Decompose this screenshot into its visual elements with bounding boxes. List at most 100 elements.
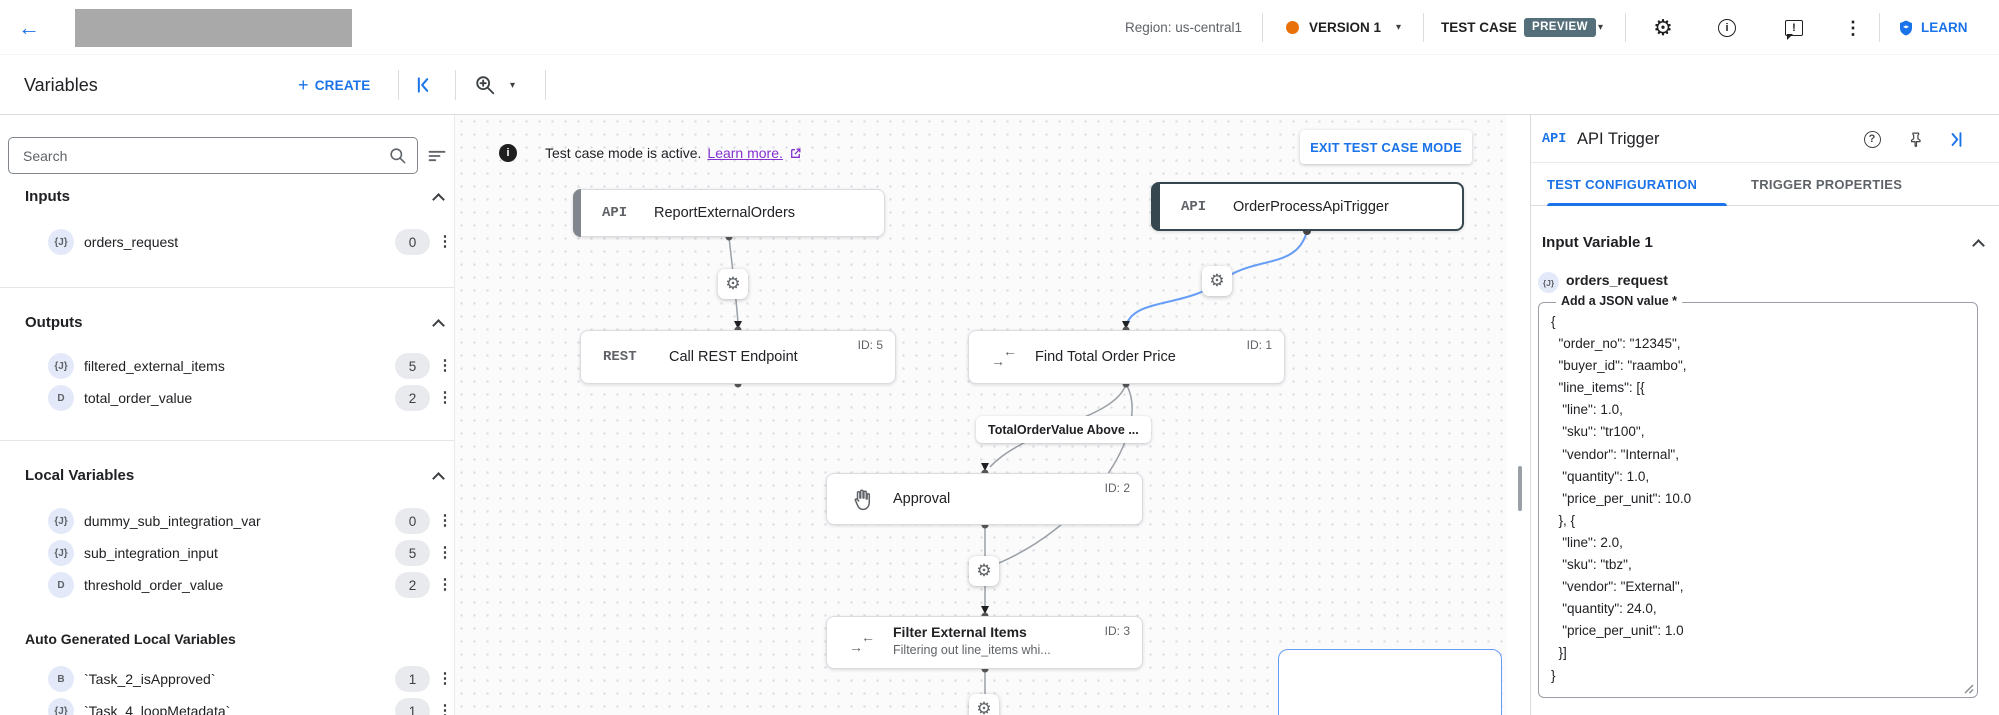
json-type-icon: {J} [48,540,74,566]
flow-canvas[interactable]: i Test case mode is active. Learn more. … [455,115,1507,715]
chevron-up-icon[interactable] [432,319,445,332]
version-selector[interactable]: VERSION 1 [1309,20,1382,35]
usage-count-badge: 1 [395,666,430,692]
variable-row[interactable]: {J} dummy_sub_integration_var 0 ⋮ [0,502,455,540]
exit-test-case-mode-button[interactable]: EXIT TEST CASE MODE [1300,130,1472,164]
create-variable-button[interactable]: + CREATE [298,55,370,115]
zoom-in-icon [476,76,495,95]
node-order-process-api-trigger[interactable]: API OrderProcessApiTrigger [1151,182,1464,231]
data-mapping-icon: →← [849,628,875,655]
node-placeholder-selected[interactable] [1278,649,1502,715]
settings-button[interactable]: ⚙ [1651,16,1675,40]
json-value-field: Add a JSON value * { "order_no": "12345"… [1538,294,1978,698]
search-icon [390,148,406,164]
sort-variables-button[interactable] [427,146,447,166]
help-button[interactable]: ? [1861,128,1883,150]
more-menu-button[interactable]: ⋮ [1841,16,1865,40]
edge-config-button[interactable]: ⚙ [1202,266,1232,296]
chevron-up-icon[interactable] [432,472,445,485]
boolean-type-icon: B [48,666,74,692]
chevron-down-icon[interactable]: ▾ [1598,22,1604,33]
variable-row[interactable]: {J} orders_request 0 ⋮ [0,223,455,261]
json-value-textarea[interactable]: { "order_no": "12345", "buyer_id": "raam… [1539,303,1977,697]
node-call-rest-endpoint[interactable]: REST Call REST Endpoint ID: 5 [580,330,896,384]
usage-count-badge: 2 [395,572,430,598]
hand-approval-icon [854,489,871,511]
row-more-vert-icon[interactable]: ⋮ [437,357,453,374]
config-panel: API API Trigger ? TEST CONFIGURATION TRI… [1530,115,1999,715]
section-header-outputs: Outputs [25,314,83,331]
create-label: CREATE [314,77,371,93]
pin-button[interactable] [1905,128,1927,150]
divider [545,70,546,100]
collapse-sidebar-button[interactable] [411,73,435,97]
info-button[interactable]: i [1715,16,1739,40]
more-vert-icon: ⋮ [1844,17,1862,38]
data-mapping-icon: →← [991,343,1017,369]
edge-condition-label[interactable]: TotalOrderValue Above ... [976,416,1151,443]
preview-badge: PREVIEW [1524,18,1596,37]
rest-badge: REST [603,349,637,365]
edge-config-button[interactable]: ⚙ [969,556,999,586]
row-more-vert-icon[interactable]: ⋮ [437,512,453,529]
node-id: ID: 1 [1246,338,1272,352]
node-report-external-orders[interactable]: API ReportExternalOrders [573,189,885,237]
edge-config-button[interactable]: ⚙ [718,269,748,299]
usage-count-badge: 0 [395,508,430,534]
row-more-vert-icon[interactable]: ⋮ [437,670,453,687]
gear-icon: ⚙ [976,561,992,580]
row-more-vert-icon[interactable]: ⋮ [437,576,453,593]
pin-icon [1910,132,1921,147]
json-type-icon: {J} [48,229,74,255]
variable-row[interactable]: {J} sub_integration_input 5 ⋮ [0,534,455,572]
variable-row[interactable]: B `Task_2_isApproved` 1 ⋮ [0,660,455,698]
node-id: ID: 2 [1104,481,1130,495]
gear-icon: ⚙ [1653,15,1673,40]
variable-row[interactable]: {J} `Task_4_loopMetadata` 1 ⋮ [0,692,455,715]
variable-row[interactable]: {J} filtered_external_items 5 ⋮ [0,347,455,385]
chevron-down-icon[interactable]: ▾ [510,79,516,91]
divider [0,440,455,441]
resize-handle[interactable] [1963,683,1974,694]
chevron-up-icon[interactable] [432,193,445,206]
chevron-up-icon[interactable] [1972,239,1985,252]
tab-test-configuration[interactable]: TEST CONFIGURATION [1547,177,1698,192]
row-more-vert-icon[interactable]: ⋮ [437,544,453,561]
api-badge: API [1181,198,1207,215]
plus-icon: + [298,74,309,95]
node-find-total-order-price[interactable]: →← Find Total Order Price ID: 1 [968,330,1285,384]
json-type-icon: {J} [48,353,74,379]
edge-config-button[interactable]: ⚙ [969,694,999,715]
external-link-icon [790,148,801,158]
usage-count-badge: 5 [395,540,430,566]
variable-row[interactable]: D threshold_order_value 2 ⋮ [0,566,455,604]
node-filter-external-items[interactable]: →← Filter External Items Filtering out l… [826,616,1143,669]
section-header-auto-generated: Auto Generated Local Variables [25,631,236,647]
collapse-panel-button[interactable] [1945,128,1967,150]
learn-button[interactable]: LEARN [1897,0,1968,55]
zoom-control-button[interactable] [473,73,497,97]
gear-icon: ⚙ [1209,271,1225,290]
node-approval[interactable]: Approval ID: 2 [826,473,1143,525]
gear-icon: ⚙ [725,274,741,293]
learn-more-link[interactable]: Learn more. [707,145,783,161]
double-type-icon: D [48,385,74,411]
collapse-left-icon [417,77,429,93]
row-more-vert-icon[interactable]: ⋮ [437,389,453,406]
back-button[interactable]: ← [14,13,44,43]
row-more-vert-icon[interactable]: ⋮ [437,702,453,715]
tab-trigger-properties[interactable]: TRIGGER PROPERTIES [1751,177,1903,192]
search-input[interactable] [23,147,388,164]
json-type-icon: {J} [1538,272,1559,293]
panel-header: API API Trigger ? [1531,115,1999,163]
chevron-down-icon[interactable]: ▾ [1396,22,1402,33]
learn-shield-icon [1900,20,1912,35]
canvas-scrollbar-thumb[interactable] [1518,466,1522,511]
json-field-label: Add a JSON value * [1556,294,1683,308]
gear-icon: ⚙ [976,699,992,715]
feedback-button[interactable]: ! [1782,16,1806,40]
row-more-vert-icon[interactable]: ⋮ [437,233,453,250]
variable-row[interactable]: D total_order_value 2 ⋮ [0,379,455,417]
node-id: ID: 5 [857,338,883,352]
